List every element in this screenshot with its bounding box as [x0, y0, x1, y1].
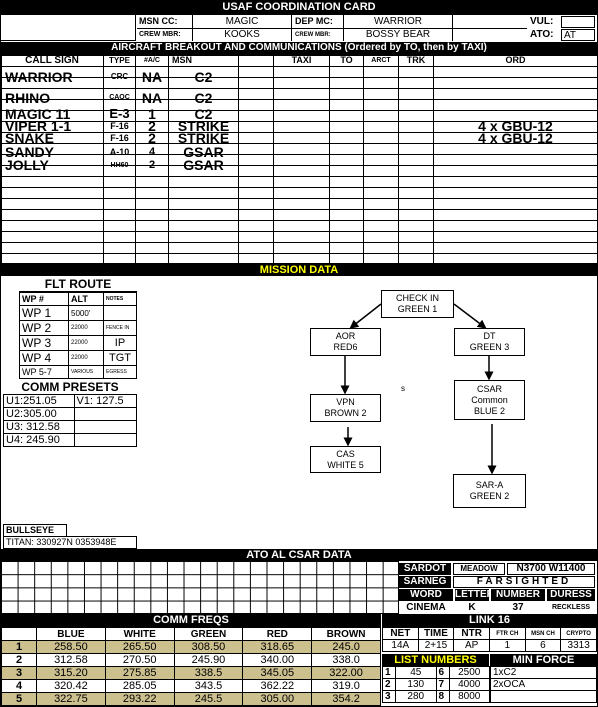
- table-row: SANDY A-10 4 GSAR: [5, 146, 224, 159]
- table-row: JOLLY HH60 2 GSAR: [5, 159, 224, 172]
- header-block: MSN CC: MAGIC DEP MC: WARRIOR VUL: CREW …: [1, 15, 597, 42]
- stray-mark: s: [401, 384, 405, 393]
- table-row: U1:251.05 V1: 127.5: [3, 394, 138, 408]
- list-numbers-title: LIST NUMBERS: [382, 654, 489, 666]
- flow-aor: AOR RED6: [310, 328, 381, 356]
- table-row: 3 280 8 8000: [382, 690, 490, 703]
- col-taxi: TAXI: [291, 55, 312, 65]
- table-row: 14A 2+15 AP 1 6 3313: [382, 639, 597, 652]
- table-row: 1 258.50 265.50 308.50 318.65 245.0: [1, 640, 381, 654]
- col-msn: MSN: [172, 55, 192, 65]
- flt-col-notes: NOTES: [103, 292, 137, 306]
- aircraft-rows: WARRIOR CRC NA C2 RHINO CAOC NA C2 MAGIC…: [1, 69, 597, 179]
- bullseye-label: BULLSEYE: [3, 524, 67, 536]
- link16-title: LINK 16: [382, 614, 597, 627]
- table-row: [490, 690, 597, 703]
- mission-section: FLT ROUTE WP # ALT NOTES WP 1 5000' WP 2…: [1, 276, 597, 549]
- ato-value: AT: [561, 29, 595, 41]
- table-row: 2xOCA: [490, 678, 597, 691]
- flow-csar: CSAR Common BLUE 2: [454, 380, 525, 420]
- col-type: TYPE: [109, 56, 130, 65]
- col-arct: ARCT: [371, 57, 391, 64]
- crew-mbr-label: CREW MBR:: [139, 31, 181, 38]
- link16: NET TIME NTR FTR CH MSN CH CRYPTO 14A 2+…: [382, 627, 597, 653]
- table-row: WP 2 22000 FENCE IN: [19, 320, 137, 336]
- bullseye: BULLSEYE TITAN: 330927N 0353948E: [3, 524, 137, 549]
- table-row: WP 1 5000': [19, 305, 137, 321]
- flt-route-title: FLT ROUTE: [19, 278, 137, 292]
- dep-mc-value: WARRIOR: [343, 15, 453, 28]
- card-title: USAF COORDINATION CARD: [1, 1, 597, 15]
- col-ac: #A/C: [144, 57, 160, 64]
- csar-data: SARDOT MEADOW N3700 W11400 SARNEG FARSIG…: [399, 561, 597, 614]
- freq-col-green: GREEN: [173, 627, 244, 641]
- table-row: 1 45 6 2500: [382, 666, 490, 679]
- comm-presets-title: COMM PRESETS: [21, 380, 119, 394]
- table-row: U3: 312.58: [3, 420, 138, 434]
- table-row: U4: 245.90: [3, 433, 138, 447]
- freq-col-red: RED: [242, 627, 313, 641]
- min-force: 1xC2 2xOCA: [490, 666, 597, 706]
- table-row: WARRIOR CRC NA C2: [5, 69, 213, 85]
- bullseye-value: TITAN: 330927N 0353948E: [3, 536, 137, 549]
- table-row: 3 315.20 275.85 338.5 345.05 322.00: [1, 666, 381, 680]
- aircraft-table: CALL SIGN TYPE #A/C MSN TAXI TO ARCT TRK…: [1, 55, 597, 265]
- table-row: 2 130 7 4000: [382, 678, 490, 691]
- col-trk: TRK: [406, 55, 426, 65]
- flow-check-in: CHECK IN GREEN 1: [381, 290, 454, 318]
- table-row: RHINO CAOC NA C2: [5, 90, 213, 106]
- flow-cas: CAS WHITE 5: [310, 446, 381, 473]
- msn-cc-label: MSN CC:: [139, 16, 178, 26]
- vul-label: VUL:: [530, 16, 554, 27]
- crew-mbr-value: KOOKS: [192, 29, 292, 41]
- table-row: 2 312.58 270.50 245.90 340.00 338.0: [1, 653, 381, 667]
- flow-vpn: VPN BROWN 2: [310, 394, 381, 422]
- table-row: MAGIC 11 E-3 1 C2: [5, 107, 213, 121]
- comm-presets: COMM PRESETS U1:251.05 V1: 127.5 U2:305.…: [3, 380, 138, 447]
- col-ord: ORD: [505, 55, 526, 65]
- comm-freqs: BLUE WHITE GREEN RED BROWN 1 258.50 265.…: [1, 627, 382, 706]
- csar-grid: [1, 561, 399, 614]
- table-row: 5 322.75 293.22 245.5 305.00 354.2: [1, 692, 381, 706]
- col-call-sign: CALL SIGN: [25, 55, 79, 66]
- flt-route: FLT ROUTE WP # ALT NOTES WP 1 5000' WP 2…: [19, 278, 137, 379]
- table-row: 1xC2: [490, 666, 597, 679]
- freq-col-white: WHITE: [104, 627, 175, 641]
- dep-mc-label: DEP MC:: [295, 16, 333, 26]
- min-force-title: MIN FORCE: [490, 654, 597, 666]
- list-numbers: 1 45 6 2500 2 130 7 4000 3 280 8 8000: [382, 666, 490, 706]
- table-row: 4 320.42 285.05 343.5 362.22 319.0: [1, 679, 381, 693]
- crew-mbr2-value: BOSSY BEAR: [343, 29, 453, 41]
- vul-field: [561, 16, 595, 28]
- crew-mbr2-label: CREW MBR:: [295, 32, 331, 38]
- msn-cc-value: MAGIC: [192, 15, 292, 28]
- csar-title: ATO AL CSAR DATA: [1, 549, 597, 561]
- table-row: VIPER 1-1 F-16 2 STRIKE 4 x GBU-12: [5, 120, 553, 133]
- ato-label: ATO:: [530, 29, 554, 40]
- flow-sar-a: SAR-A GREEN 2: [453, 474, 526, 508]
- mission-title: MISSION DATA: [1, 264, 597, 276]
- flow-dt: DT GREEN 3: [454, 328, 525, 356]
- freq-col-brown: BROWN: [311, 627, 381, 641]
- table-row: SNAKE F-16 2 STRIKE 4 x GBU-12: [5, 132, 553, 145]
- header-blank: [1, 15, 136, 41]
- comm-freqs-title: COMM FREQS: [1, 614, 381, 627]
- col-to: TO: [340, 55, 353, 65]
- flow-arrows: [340, 303, 497, 475]
- aircraft-title: AIRCRAFT BREAKOUT AND COMMUNICATIONS (Or…: [1, 42, 597, 55]
- table-row: WP 5-7 VARIOUS EGRESS: [19, 365, 137, 379]
- freq-col-blue: BLUE: [36, 627, 106, 641]
